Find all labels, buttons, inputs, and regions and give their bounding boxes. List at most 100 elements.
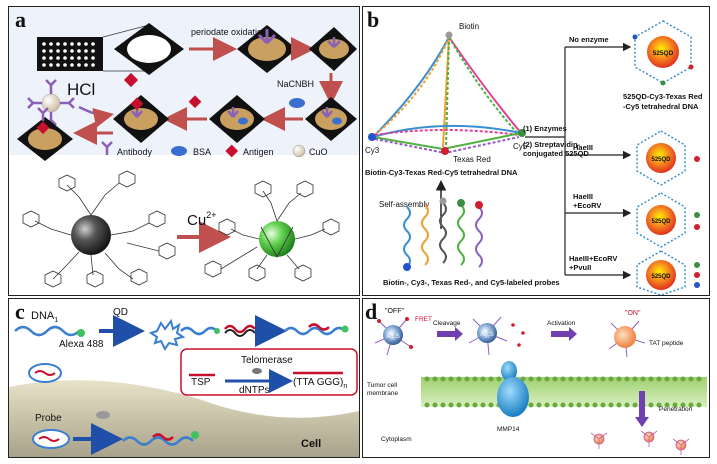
mmp14-label: MMP14 (497, 426, 520, 433)
ag2s-qd-off: Ag2S (374, 317, 413, 356)
well-step-2 (237, 25, 297, 73)
step-periodate-oxidation: periodate oxidation (191, 27, 267, 37)
ag2s-qd-cleaving: Ag2S (468, 316, 525, 356)
antigen-icon (188, 95, 202, 109)
qd-dna-conjugate (148, 318, 220, 351)
branch-no-enzyme: No enzyme (569, 35, 609, 44)
qd-complex-1: 525QD (632, 20, 694, 86)
well-step-5 (209, 95, 265, 143)
branch-haeiii-ecorv-2: +EcoRV (573, 201, 601, 210)
qd-label-2: -Cy5 tetrahedral DNA (623, 102, 699, 111)
texas-red-label: Texas Red (453, 155, 491, 164)
legend-cuo: CuO (309, 147, 328, 157)
panel-d: d "OFF" "ON" Ag2S FRET Cleavage (362, 298, 710, 458)
tat-peptide-label: TAT peptide (649, 340, 684, 347)
dna1-label: DNA1 (31, 310, 58, 324)
qd-complex-2: 525QD (636, 130, 700, 186)
panel-a-label: a (15, 7, 26, 32)
repeat-label: (TTA GGG)n (293, 377, 347, 390)
qd-complex-3: 525QD (636, 192, 700, 248)
panel-c-diagram: Cell DNA1 Alexa 488 QD Telomerase TSP dN… (9, 307, 359, 457)
well-step-6 (113, 95, 169, 143)
probe-vesicle-icon (32, 429, 70, 449)
step-nacnbh: NaCNBH (277, 79, 314, 89)
panel-b-diagram: Biotin Cy3 Cy5 Texas Red Biotin-Cy3-Texa… (365, 20, 703, 295)
penetration-label: Penetration (659, 406, 693, 413)
legend-antigen: Antigen (243, 147, 274, 157)
internalized-qds (590, 430, 690, 455)
step-enzymes: (1) Enzymes (523, 124, 567, 133)
probes-label: Biotin-, Cy3-, Texas Red-, and Cy5-label… (383, 278, 560, 287)
telomerase-label: Telomerase (241, 355, 293, 366)
bsa-icon (289, 98, 305, 108)
qd-label-1: 525QD-Cy3-Texas Red (623, 92, 703, 101)
legend-antibody: Antibody (117, 147, 153, 157)
cytoplasm-label: Cytoplasm (381, 436, 412, 443)
mmp14-protein (497, 361, 529, 417)
texas-red-dot-icon (441, 147, 449, 155)
cleavage-label: Cleavage (433, 320, 461, 327)
step-streptavidin: (2) Streptavidin- (523, 140, 581, 149)
tsp-label: TSP (191, 377, 211, 388)
well-step-4 (305, 97, 357, 141)
cell-label: Cell (301, 438, 321, 450)
membrane-label-1: Tumor cell (367, 382, 398, 389)
panel-a-diagram: periodate oxidation NaCNBH (9, 7, 359, 288)
step-conjugated-qd: conjugated 525QD (523, 149, 589, 158)
alexa-dye-icon (77, 329, 85, 337)
off-label: "OFF" (385, 308, 404, 315)
cell-hybrid-strand (122, 436, 194, 446)
ag2s-qd-on (608, 320, 646, 358)
on-label: "ON" (625, 310, 641, 317)
svg-text:Ag2S: Ag2S (480, 332, 494, 339)
cy5-label: Cy5 (513, 142, 528, 151)
panel-b-label: b (367, 7, 380, 32)
svg-text:525QD: 525QD (651, 274, 671, 280)
panel-b: b Biotin Cy3 Cy5 Texas Red Biotin-Cy3-Te… (362, 6, 710, 296)
panel-d-label: d (365, 299, 378, 324)
svg-text:525QD: 525QD (651, 157, 671, 163)
telomerase-product-strand (224, 324, 256, 334)
activation-label: Activation (547, 320, 576, 327)
panel-d-diagram: "OFF" "ON" Ag2S FRET Cleavage Ag2S Activ… (367, 308, 707, 455)
panel-c: c Cell DNA1 Alexa 488 QD Te (8, 298, 360, 458)
membrane-label-2: membrane (367, 390, 398, 397)
branch-haeiii-ecorv-pvuii-1: HaeIII+EcoRV (569, 254, 617, 263)
well-step-3 (309, 27, 357, 71)
tumor-cell-membrane (421, 376, 707, 408)
step-hcl: HCl (67, 80, 95, 99)
qd-icon (113, 319, 125, 327)
well-step-1 (114, 23, 184, 75)
panel-a-legend: Antibody BSA Antigen CuO (101, 141, 328, 158)
self-assembly-label: Self-assembly (379, 200, 429, 209)
dntps-label: dNTPs (239, 385, 270, 396)
tetrahedral-label: Biotin-Cy3-Texas Red-Cy5 tetrahedral DNA (365, 168, 518, 177)
biotin-label: Biotin (459, 22, 479, 31)
svg-text:Ag2S: Ag2S (386, 334, 400, 341)
telomerase-enzyme-icon (252, 368, 262, 374)
panel-c-label: c (15, 299, 25, 324)
dna1-strand (14, 325, 80, 337)
well-step-7 (17, 107, 73, 161)
svg-text:525QD: 525QD (653, 50, 674, 57)
branch-haeiii: HaeIII (573, 143, 593, 152)
cuo-antibody-conjugate (27, 79, 75, 126)
ligand-black-particle (22, 170, 176, 288)
hybrid-strand (284, 326, 346, 336)
antibody-icon (257, 29, 277, 45)
cy3-label: Cy3 (365, 146, 380, 155)
svg-text:525QD: 525QD (651, 219, 671, 225)
alexa-label: Alexa 488 (59, 339, 104, 350)
qd-complex-4: 525QD (636, 250, 700, 295)
labeled-probes (403, 202, 483, 268)
branch-haeiii-ecorv-pvuii-2: +PvuII (569, 263, 591, 272)
tetrahedral-dna (372, 36, 522, 155)
probe-label: Probe (35, 413, 62, 424)
cy3-dot-icon (368, 133, 376, 141)
legend-bsa: BSA (193, 147, 211, 157)
ligand-green-particle (204, 180, 340, 282)
biotin-icon (445, 31, 453, 39)
cy5-dot-icon (518, 129, 526, 137)
cu-ion-label: Cu2+ (187, 210, 216, 229)
panel-a: a periodate oxidation (8, 6, 360, 296)
